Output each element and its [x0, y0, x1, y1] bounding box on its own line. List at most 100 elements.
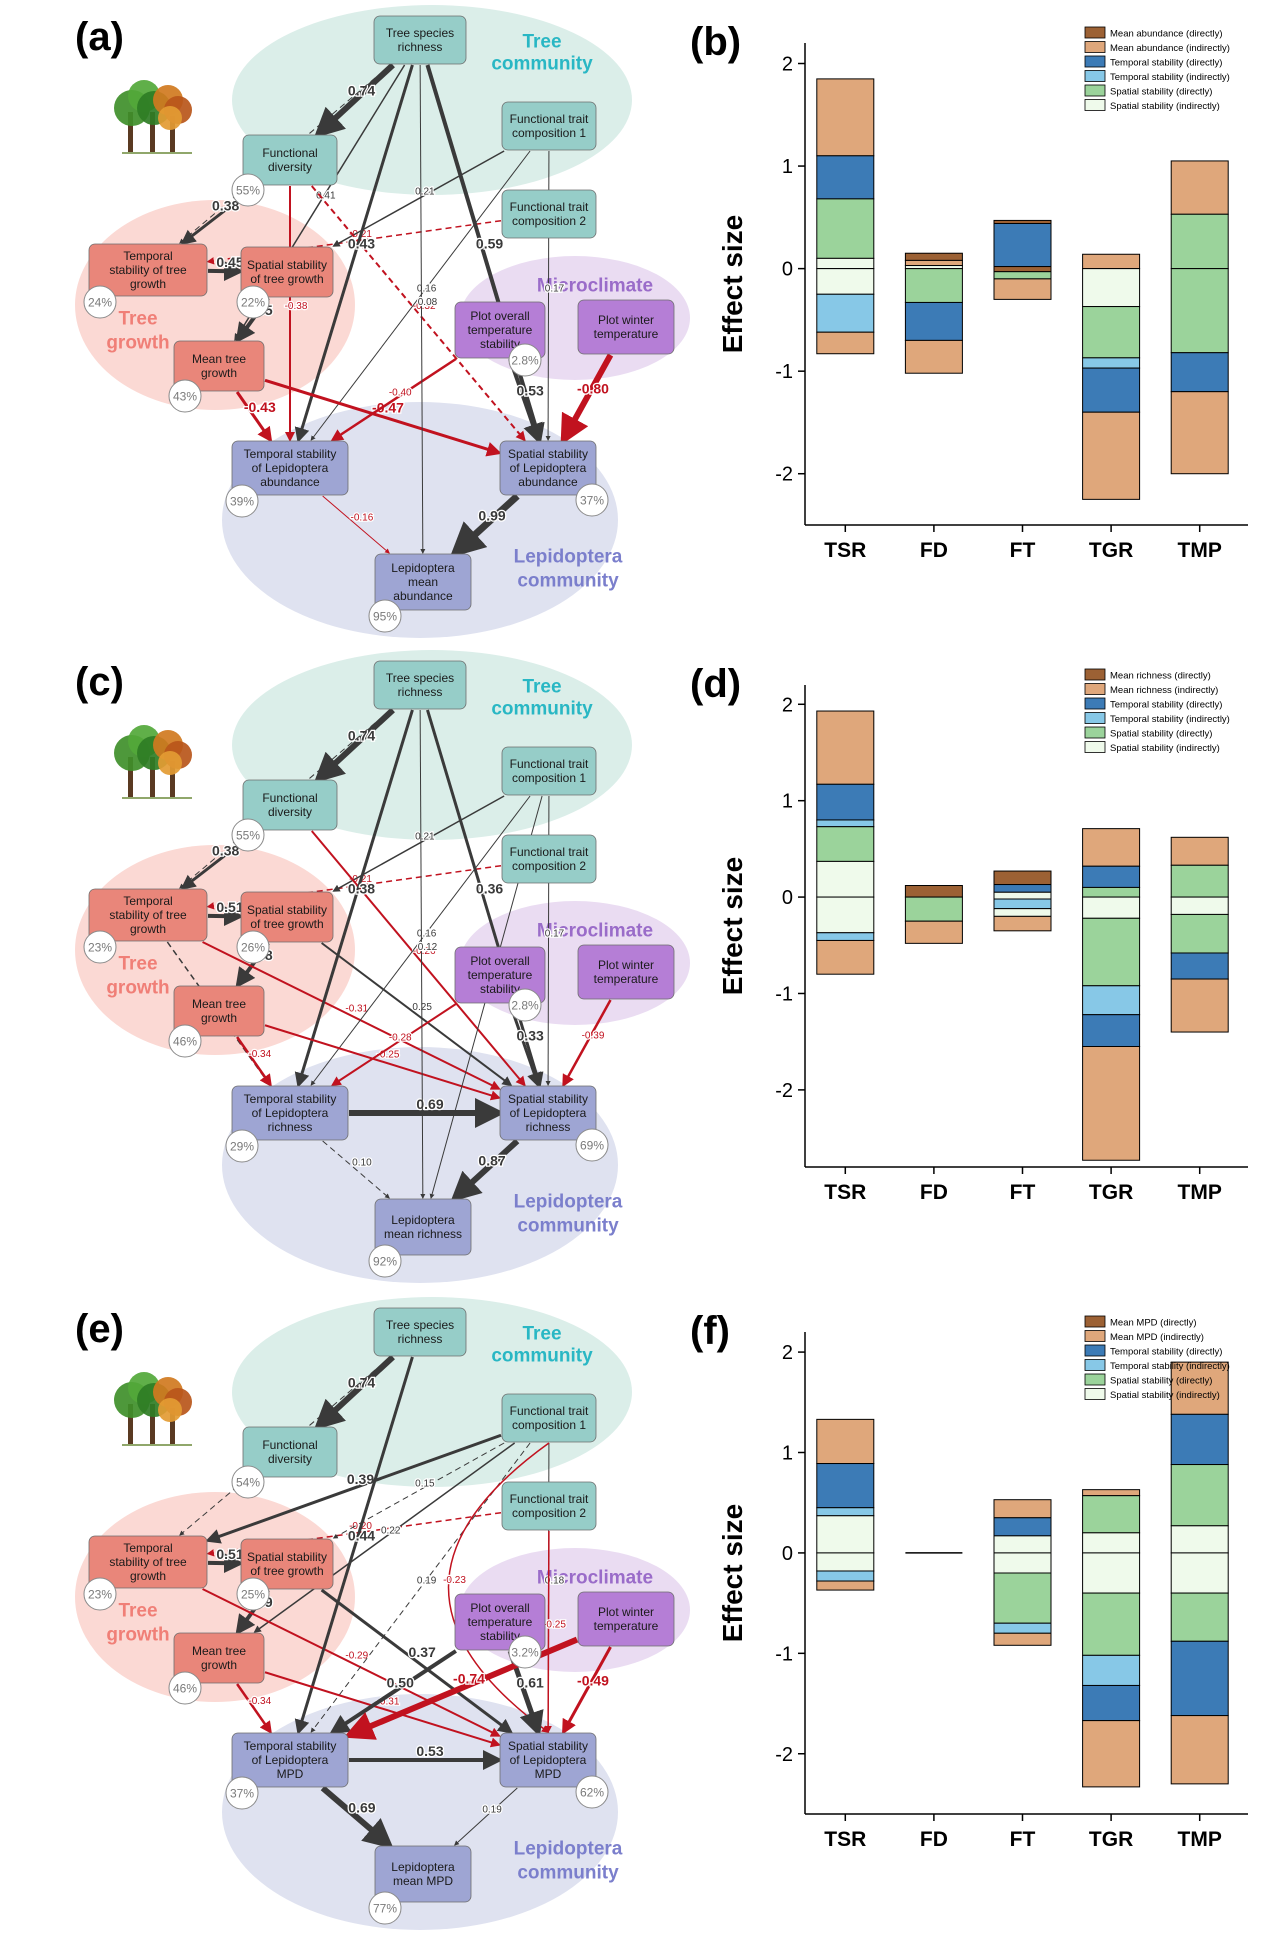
path-arrow [310, 795, 531, 1086]
legend: Mean richness (directly)Mean richness (i… [1084, 668, 1230, 754]
path-arrow [310, 150, 531, 441]
r2-value: 2.8% [511, 999, 539, 1013]
path-arrow [545, 795, 551, 1086]
legend-label: Spatial stability (directly) [1110, 729, 1212, 740]
path-coefficient: -0.80 [577, 381, 609, 397]
path-arrow [311, 830, 526, 1087]
bar-segment [816, 939, 875, 975]
r2-badge: 46% [168, 1671, 202, 1705]
bar-segment [993, 222, 1052, 268]
path-layer: 0.740.190.38-0.210.450.550.210.41-0.38-0… [179, 62, 614, 558]
legend-swatch [1084, 1315, 1106, 1328]
path-coefficient: 0.12 [418, 942, 438, 953]
bar-segment [816, 1515, 875, 1554]
r2-circle [168, 379, 202, 413]
y-tick-label: 2 [782, 54, 793, 76]
node-box [501, 834, 597, 884]
path-coefficient: 0.25 [412, 1002, 432, 1013]
r2-circle [225, 1129, 259, 1163]
r2-circle [231, 173, 265, 207]
legend-swatch [1084, 726, 1106, 739]
bar-segment [993, 891, 1052, 900]
microclimate-label: Microclimate [537, 921, 653, 942]
path-arrow [426, 709, 544, 1088]
bar-segment [1170, 1361, 1229, 1415]
path-arrow [179, 1356, 391, 1536]
r2-badge: 37% [575, 483, 609, 517]
bar-segment [1082, 1592, 1141, 1656]
path-coefficient: 0.87 [478, 1153, 505, 1169]
path-coefficient: 0.61 [517, 1675, 544, 1691]
path-arrow [330, 1003, 457, 1087]
r2-value: 25% [241, 1588, 265, 1602]
x-tick-label: FD [920, 1828, 948, 1851]
node-box [231, 1085, 349, 1141]
bar-segment [1170, 1715, 1229, 1785]
node-box [374, 1198, 472, 1256]
x-tick-label: TSR [824, 539, 866, 562]
bar-segment [1082, 1720, 1141, 1788]
bar-segment [1082, 1654, 1141, 1686]
path-coefficient: 0.74 [348, 1375, 375, 1391]
r2-circle [236, 930, 270, 964]
y-tick-label: -2 [775, 1080, 793, 1102]
bar-segment [993, 1517, 1052, 1537]
r2-value: 22% [241, 296, 265, 310]
node-box [173, 1632, 265, 1684]
path-coefficient: 0.22 [381, 1526, 401, 1537]
legend-swatch [1084, 1373, 1106, 1386]
tree-icon [114, 1372, 192, 1446]
node-box [240, 1538, 334, 1590]
path-coefficient: 0.74 [348, 728, 375, 744]
node-box [240, 891, 334, 943]
legend-label: Temporal stability (directly) [1110, 700, 1222, 711]
path-coefficient: 0.33 [517, 1028, 544, 1044]
path-coefficient: -0.25 [377, 1050, 400, 1061]
r2-value: 46% [173, 1682, 197, 1696]
path-coefficient: 0.53 [517, 383, 544, 399]
path-arrow [313, 1354, 395, 1431]
bar-segment [1082, 896, 1141, 919]
r2-circle [368, 1891, 402, 1925]
bar-segment [816, 1418, 875, 1465]
bar-segment [816, 826, 875, 862]
legend-label: Mean MPD (directly) [1110, 1318, 1197, 1329]
legend-swatch [1084, 1344, 1106, 1357]
bar-segment [1170, 1552, 1229, 1594]
y-tick-label: 1 [782, 1443, 793, 1465]
legend-swatch [1084, 1330, 1106, 1342]
bar-segment [816, 331, 875, 355]
node-box [501, 189, 597, 239]
bar-segment [1170, 913, 1229, 954]
r2-badge: 43% [168, 379, 202, 413]
path-arrow [560, 353, 614, 446]
r2-circle [83, 930, 117, 964]
r2-circle [508, 343, 542, 377]
bar-segment [993, 1622, 1052, 1634]
bar-segment [1170, 160, 1229, 215]
legend-label: Temporal stability (directly) [1110, 1347, 1222, 1358]
bar-segment [1082, 886, 1141, 898]
x-tick-label: FT [1010, 1828, 1036, 1851]
x-tick-label: TSR [824, 1181, 866, 1204]
